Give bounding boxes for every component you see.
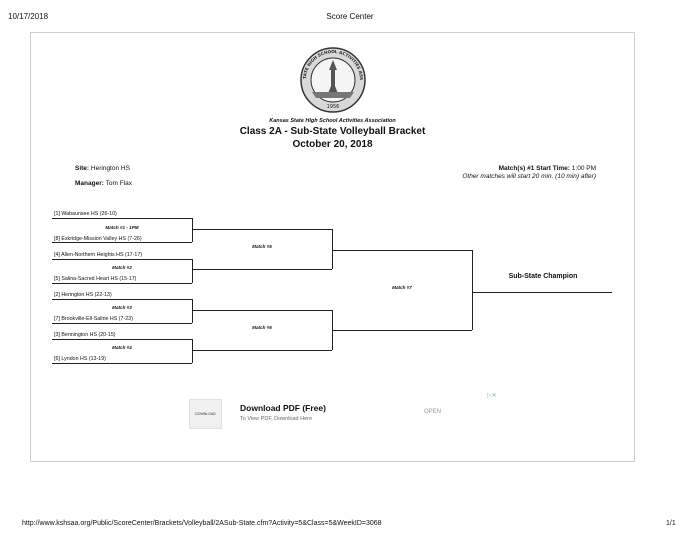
- start-time: Match(s) #1 Start Time: 1:00 PM: [400, 165, 596, 172]
- champion-line: [472, 292, 612, 293]
- bracket-frame: [30, 32, 635, 462]
- team-seed-3: [3] Bennington HS (20-15): [54, 332, 116, 338]
- match-1-label: Match #1 - 1PM: [105, 225, 139, 230]
- bracket-line: [192, 259, 193, 283]
- ad-subtitle: To View PDF, Download Here: [240, 416, 313, 422]
- footer-page: 1/1: [666, 520, 676, 527]
- bracket-line: [52, 242, 192, 243]
- bracket-title: Class 2A - Sub-State Volleyball Bracket: [239, 126, 426, 137]
- bracket-line: [192, 310, 332, 311]
- bracket-line: [192, 218, 193, 242]
- ad-thumbnail[interactable]: DOWNLOAD: [189, 399, 222, 429]
- site-value: Herington HS: [90, 165, 130, 172]
- team-seed-8: [8] Eskridge-Mission Valley HS (7-26): [54, 236, 142, 242]
- bracket-line: [332, 229, 333, 269]
- match-4-label: Match #4: [112, 345, 132, 350]
- bracket-date: October 20, 2018: [292, 139, 373, 150]
- bracket-line: [52, 339, 192, 340]
- team-seed-4: [4] Allen-Northern Heights HS (17-17): [54, 252, 143, 258]
- start-time-label: Match(s) #1 Start Time:: [498, 165, 570, 172]
- match-2-label: Match #2: [112, 265, 132, 270]
- start-time-note: Other matches will start 20 min. (10 min…: [462, 173, 596, 180]
- match-7-label: Match #7: [392, 285, 412, 290]
- team-seed-5: [5] Salina-Sacred Heart HS (15-17): [54, 276, 137, 282]
- manager-info: Manager: Tom Flax: [75, 180, 132, 187]
- footer-url: http://www.kshsaa.org/Public/ScoreCenter…: [22, 520, 382, 527]
- bracket-line: [332, 330, 472, 331]
- bracket-line: [472, 250, 473, 330]
- bracket-line: [52, 259, 192, 260]
- match-3-label: Match #3: [112, 305, 132, 310]
- site-info: Site: Herington HS: [75, 165, 130, 172]
- site-label: Site:: [75, 165, 90, 172]
- ad-open-button[interactable]: OPEN: [424, 409, 442, 415]
- bracket-line: [192, 229, 332, 230]
- bracket-line: [192, 350, 332, 351]
- team-seed-1: [1] Wabaunsee HS (26-10): [54, 211, 117, 217]
- team-seed-6: [6] Lyndon HS (13-19): [54, 356, 106, 362]
- bracket-line: [332, 250, 472, 251]
- bracket-line: [192, 339, 193, 363]
- team-seed-7: [7] Brookville-Ell-Saline HS (7-23): [54, 316, 133, 322]
- champion-label: Sub-State Champion: [508, 273, 578, 280]
- team-seed-2: [2] Herington HS (22-13): [54, 292, 112, 298]
- ad-choices-icon[interactable]: ▷✕: [487, 393, 497, 399]
- start-time-value: 1:00 PM: [571, 165, 596, 172]
- bracket-line: [52, 283, 192, 284]
- manager-label: Manager:: [75, 180, 104, 187]
- bracket-line: [192, 299, 193, 323]
- bracket-line: [52, 299, 192, 300]
- print-date: 10/17/2018: [8, 12, 49, 21]
- ad-thumbnail-label: DOWNLOAD: [195, 412, 216, 416]
- match-5-label: Match #5: [252, 244, 272, 249]
- kshsaa-logo: 1956 KANSAS STATE HIGH SCHOOL ACTIVITIES…: [296, 42, 368, 119]
- org-name: Kansas State High School Activities Asso…: [269, 118, 396, 124]
- print-title: Score Center: [326, 12, 374, 21]
- manager-value: Tom Flax: [105, 180, 132, 187]
- ad-title[interactable]: Download PDF (Free): [240, 403, 326, 413]
- match-6-label: Match #6: [252, 325, 272, 330]
- bracket-line: [52, 323, 192, 324]
- bracket-line: [52, 218, 192, 219]
- bracket-line: [52, 363, 192, 364]
- svg-text:1956: 1956: [327, 104, 340, 110]
- bracket-line: [192, 269, 332, 270]
